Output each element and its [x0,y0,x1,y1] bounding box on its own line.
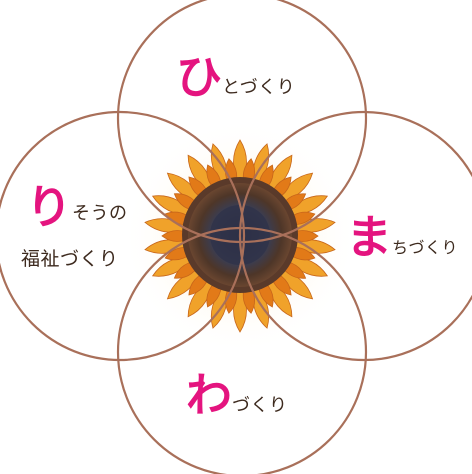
risou-initial: り [26,180,72,234]
wa-initial: わ [186,368,232,422]
label-wazukuri: わづくり [186,372,288,418]
machi-initial: ま [346,210,392,264]
risou-rest-line1: そうの [72,203,128,224]
hito-initial: ひ [176,50,222,104]
risou-rest-line2: 福祉づくり [21,250,119,269]
label-risou-initial: りそうの [26,184,128,230]
wa-rest: づくり [232,395,288,416]
machi-rest: ちづくり [392,238,458,257]
label-hitozukuri: ひとづくり [176,54,295,100]
hito-rest: とづくり [222,77,295,98]
label-machizukuri: まちづくり [346,214,458,260]
